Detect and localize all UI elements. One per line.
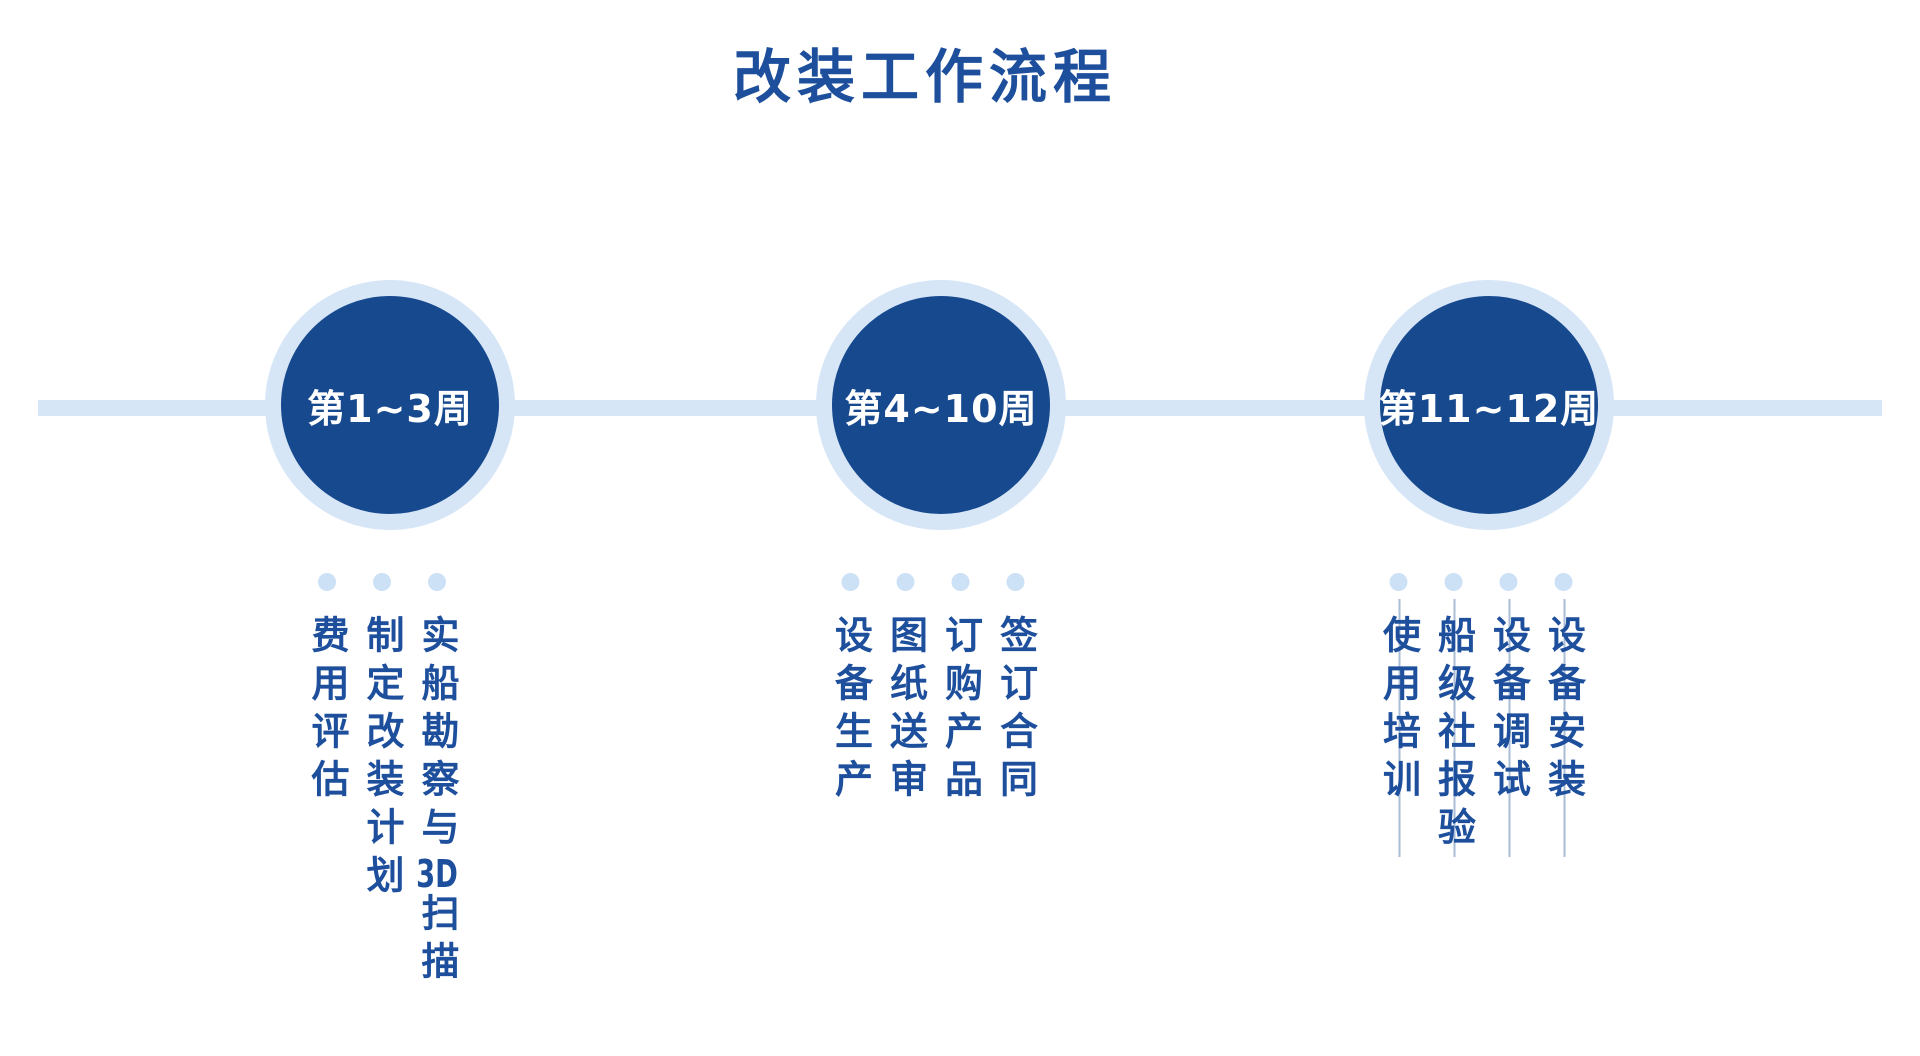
task-dot [1006,573,1025,591]
stage-dots [318,573,446,591]
task-dot [1499,573,1518,591]
stage-week-label: 第11~12周 [1378,386,1600,431]
stage-circle: 第1~3周 [265,280,515,530]
task-dot [951,573,970,591]
task-dot [1389,573,1408,591]
stage-tasks: 签订合同订购产品图纸送审设备生产 [828,615,1038,807]
task-label: 订购产品 [938,615,983,807]
page-title: 改装工作流程 [732,43,1117,111]
task-label: 图纸送审 [883,615,928,807]
stage-circle: 第4~10周 [816,280,1066,530]
stage-tasks: 设备安装设备调试船级社报验使用培训 [1377,599,1586,857]
stage-week-label: 第1~3周 [307,386,473,431]
stage-dots [1389,573,1573,591]
task-label: 费用评估 [305,615,349,807]
task-dot [318,573,336,591]
task-dot [841,573,860,591]
task-dot [896,573,915,591]
task-dot [428,573,446,591]
task-dot [373,573,391,591]
stage-week-label: 第4~10周 [844,386,1038,431]
task-label: 制定改装计划 [360,615,404,903]
task-label: 设备生产 [828,615,873,807]
task-label: 设备安装 [1542,599,1586,857]
task-label: 签订合同 [993,615,1038,807]
task-label: 使用培训 [1377,599,1421,857]
stage-circle: 第11~12周 [1364,280,1614,530]
task-dot [1444,573,1463,591]
task-label: 设备调试 [1487,599,1531,857]
task-label: 实船勘察与3D扫描 [415,615,459,989]
stage-dots [841,573,1025,591]
task-label: 船级社报验 [1431,599,1476,857]
task-dot [1554,573,1573,591]
stage-tasks: 实船勘察与3D扫描制定改装计划费用评估 [305,615,459,989]
